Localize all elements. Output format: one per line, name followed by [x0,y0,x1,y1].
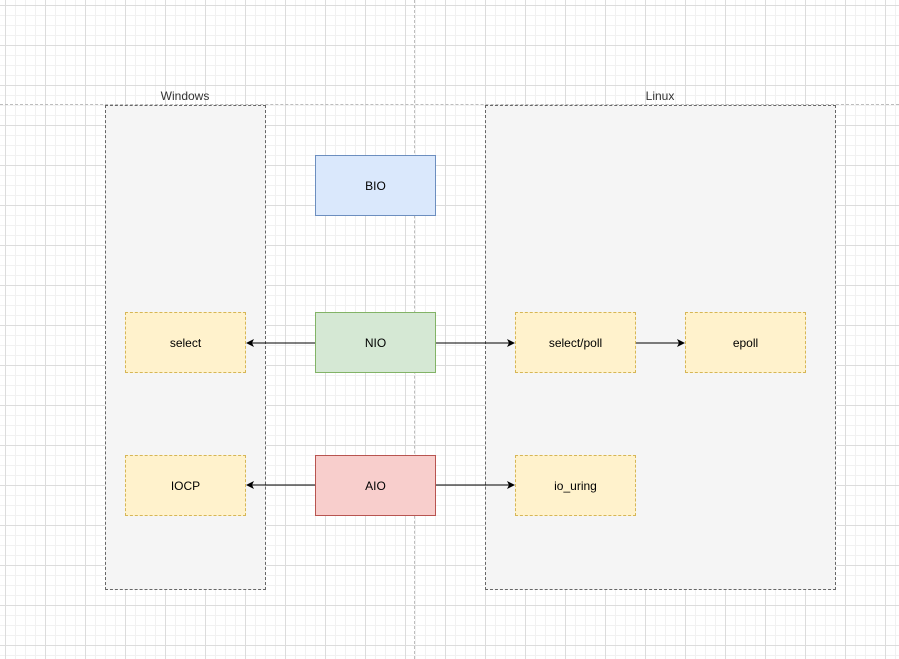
node-bio[interactable]: BIO [315,155,436,216]
node-nio-label: NIO [364,335,387,350]
node-aio-label: AIO [365,478,386,493]
linux-group-label: Linux [645,89,675,103]
node-iocp[interactable]: IOCP [125,455,246,516]
node-bio-label: BIO [365,178,386,193]
node-select[interactable]: select [125,312,246,373]
node-io-uring[interactable]: io_uring [515,455,636,516]
node-io-uring-label: io_uring [554,478,597,493]
node-epoll-label: epoll [732,335,759,350]
node-epoll[interactable]: epoll [685,312,806,373]
node-iocp-label: IOCP [170,478,201,493]
page-guide-horizontal [0,104,899,105]
node-aio[interactable]: AIO [315,455,436,516]
node-select-poll-label: select/poll [548,335,603,350]
node-select-label: select [169,335,202,350]
node-select-poll[interactable]: select/poll [515,312,636,373]
node-nio[interactable]: NIO [315,312,436,373]
windows-group-label: Windows [160,89,210,103]
